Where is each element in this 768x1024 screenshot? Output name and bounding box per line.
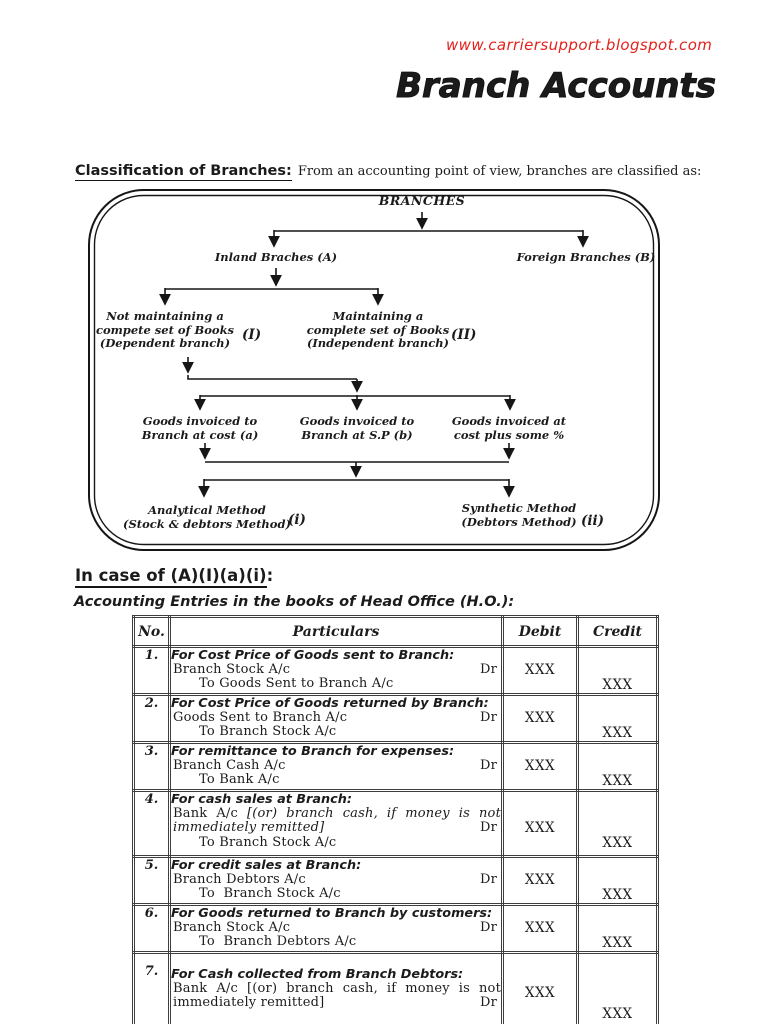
table-row: 1. For Cost Price of Goods sent to Branc… [132,645,659,696]
table-row: 6. For Goods returned to Branch by custo… [132,903,659,954]
node-independent-branch: Maintaining a complete set of Books (Ind… [306,309,450,350]
classification-intro: From an accounting point of view, branch… [297,164,702,179]
node-invoiced-cost-plus: Goods invoiced at cost plus some % [451,414,567,442]
table-row: 5. For credit sales at Branch: Branch De… [132,855,659,906]
col-header-debit: Debit [501,615,579,648]
table-row: 3. For remittance to Branch for expenses… [132,741,659,792]
node-foreign-branches: Foreign Branches (B) [516,250,656,264]
row-number: 1. [132,645,171,696]
debit-amount: XXX [501,951,579,1024]
table-row: 2. For Cost Price of Goods returned by B… [132,693,659,744]
credit-amount: XXX [576,903,659,954]
row-number: 2. [132,693,171,744]
classification-line: Classification of Branches: From an accou… [75,160,702,181]
col-header-no: No. [132,615,171,648]
website-url: www.carriersupport.blogspot.com [446,36,713,54]
debit-amount: XXX [501,789,579,858]
accounting-entries-table: No. Particulars Debit Credit 1. For Cost… [132,615,659,1024]
debit-amount: XXX [501,903,579,954]
table-header-row: No. Particulars Debit Credit [132,615,659,648]
col-header-particulars: Particulars [168,615,504,648]
row-number: 5. [132,855,171,906]
classification-heading: Classification of Branches: [75,163,292,181]
page-title: Branch Accounts [396,66,717,107]
table-row: 7. For Cash collected from Branch Debtor… [132,951,659,1024]
tag-II: (II) [451,327,477,343]
branches-flowchart: BRANCHES Inland Braches (A) Foreign Bran… [87,188,661,552]
row-number: 3. [132,741,171,792]
row-number: 4. [132,789,171,858]
node-invoiced-at-cost: Goods invoiced to Branch at cost (a) [141,414,259,442]
row-number: 6. [132,903,171,954]
tag-i: (i) [288,512,306,528]
entries-subheading: Accounting Entries in the books of Head … [74,594,515,610]
case-heading: In case of (A)(I)(a)(i): [75,566,273,588]
row-number: 7. [132,951,171,1024]
credit-amount: XXX [576,645,659,696]
tag-I: (I) [242,327,262,343]
node-analytical-method: Analytical Method (Stock & debtors Metho… [123,503,291,531]
node-branches: BRANCHES [378,193,466,208]
node-inland-branches: Inland Braches (A) [214,250,338,264]
table-row: 4. For cash sales at Branch: Bank A/c [(… [132,789,659,858]
credit-amount: XXX [576,789,659,858]
credit-amount: XXX [576,951,659,1024]
entry-title: For Goods returned to Branch by customer… [171,906,493,921]
entry-title: For remittance to Branch for expenses: [171,744,455,759]
entry-title: For Cost Price of Goods sent to Branch: [171,648,455,663]
node-invoiced-at-sp: Goods invoiced to Branch at S.P (b) [299,414,415,442]
entry-title: For Cost Price of Goods returned by Bran… [171,696,489,711]
entry-title: For cash sales at Branch: [171,792,352,807]
flowchart-connectors [88,189,660,551]
node-dependent-branch: Not maintaining a compete set of Books (… [95,309,235,350]
col-header-credit: Credit [576,615,659,648]
credit-amount: XXX [576,741,659,792]
credit-amount: XXX [576,855,659,906]
debit-amount: XXX [501,741,579,792]
debit-amount: XXX [501,855,579,906]
tag-ii: (ii) [581,513,605,529]
credit-amount: XXX [576,693,659,744]
node-synthetic-method: Synthetic Method (Debtors Method) [461,501,577,529]
entry-title: For Cash collected from Branch Debtors: [171,967,464,982]
debit-amount: XXX [501,693,579,744]
debit-amount: XXX [501,645,579,696]
entry-title: For credit sales at Branch: [171,858,362,873]
